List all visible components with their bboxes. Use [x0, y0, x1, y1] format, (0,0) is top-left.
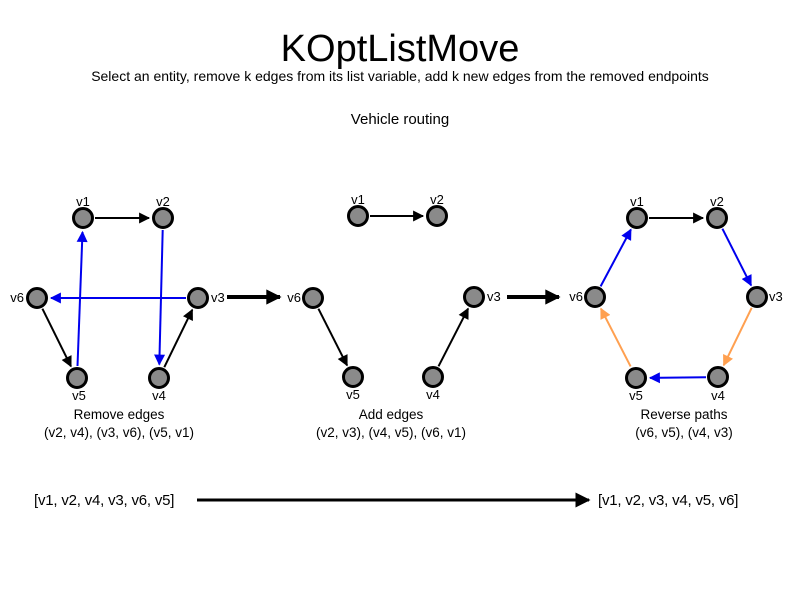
node-v4	[422, 366, 444, 388]
node-label-v4: v4	[426, 387, 440, 402]
node-label-v2: v2	[156, 194, 170, 209]
node-label-v5: v5	[346, 387, 360, 402]
graph-caption: Remove edges	[74, 407, 165, 422]
edge-v6-v5	[317, 308, 348, 367]
node-label-v3: v3	[769, 289, 783, 304]
graph-caption: Reverse paths	[640, 407, 727, 422]
node-v6	[302, 287, 324, 309]
node-v4	[707, 366, 729, 388]
graph-edge-list: (v2, v4), (v3, v6), (v5, v1)	[44, 425, 194, 440]
node-label-v1: v1	[76, 194, 90, 209]
node-v3	[187, 287, 209, 309]
edge-v6-v5	[41, 308, 72, 368]
node-label-v5: v5	[72, 388, 86, 403]
edge-v4-v3	[437, 307, 469, 367]
node-label-v1: v1	[351, 192, 365, 207]
node-v1	[72, 207, 94, 229]
edge-v3-v4-reversed	[722, 307, 753, 367]
graph-edge-list: (v6, v5), (v4, v3)	[635, 425, 733, 440]
node-v5	[342, 366, 364, 388]
node-v3	[746, 286, 768, 308]
node-label-v4: v4	[152, 388, 166, 403]
node-label-v5: v5	[629, 388, 643, 403]
node-label-v6: v6	[287, 290, 301, 305]
graph-remove-edges: v1 v2 v3 v4 v5 v6 Remove edges (v2, v4),…	[10, 194, 224, 440]
node-label-v2: v2	[430, 192, 444, 207]
page-subtitle: Select an entity, remove k edges from it…	[91, 68, 709, 84]
graph-caption: Add edges	[359, 407, 424, 422]
node-v4	[148, 367, 170, 389]
node-v5	[625, 367, 647, 389]
node-v1	[626, 207, 648, 229]
node-v5	[66, 367, 88, 389]
node-label-v3: v3	[211, 290, 225, 305]
page-title: KOptListMove	[281, 28, 520, 70]
node-label-v2: v2	[710, 194, 724, 209]
node-label-v6: v6	[10, 290, 24, 305]
node-v6	[26, 287, 48, 309]
node-v2	[706, 207, 728, 229]
list-before: [v1, v2, v4, v3, v6, v5]	[34, 492, 174, 509]
node-label-v4: v4	[711, 388, 725, 403]
graph-edge-list: (v2, v3), (v4, v5), (v6, v1)	[316, 425, 466, 440]
graph-add-edges: v1 v2 v3 v4 v5 v6 Add edges (v2, v3), (v…	[287, 192, 500, 440]
node-label-v1: v1	[630, 194, 644, 209]
node-v1	[347, 205, 369, 227]
node-v2	[152, 207, 174, 229]
edge-v2-v3-added	[721, 228, 752, 287]
context-label: Vehicle routing	[351, 111, 449, 128]
list-after: [v1, v2, v3, v4, v5, v6]	[598, 492, 738, 509]
edge-v5-v6-reversed	[600, 307, 632, 367]
node-label-v6: v6	[569, 289, 583, 304]
edge-v4-v5-added	[648, 372, 707, 384]
edge-v6-v1-added	[599, 228, 632, 287]
node-v6	[584, 286, 606, 308]
graph-reverse-paths: v1 v2 v3 v4 v5 v6 Reverse paths (v6, v5)…	[569, 194, 782, 440]
node-v2	[426, 205, 448, 227]
node-label-v3: v3	[487, 289, 501, 304]
node-v3	[463, 286, 485, 308]
edge-v4-v3	[163, 308, 194, 368]
